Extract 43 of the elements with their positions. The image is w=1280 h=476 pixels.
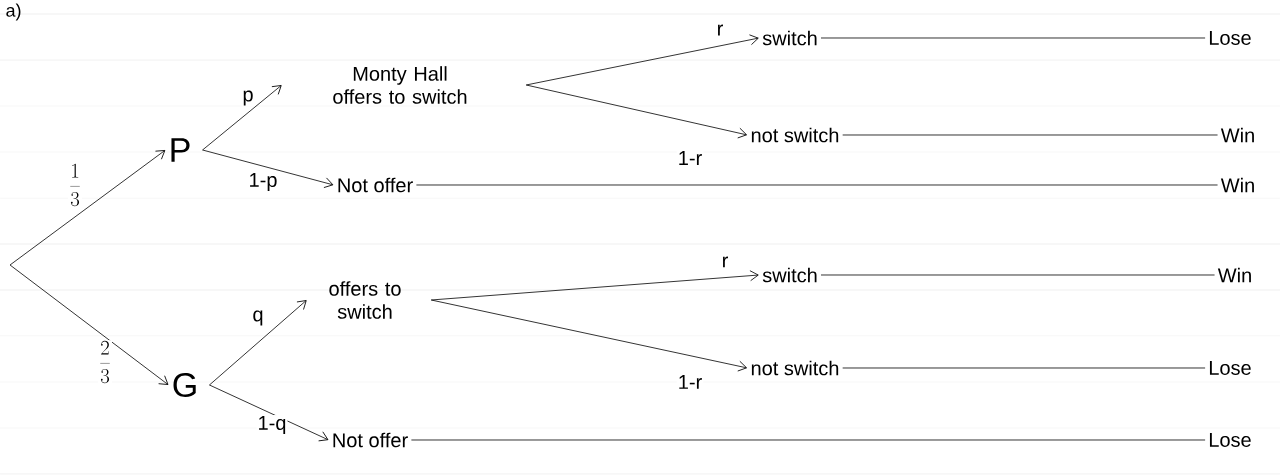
edge-label: p: [241, 89, 255, 107]
event-label: switch: [762, 30, 817, 46]
arrow: [209, 300, 307, 386]
arrow: [430, 299, 747, 372]
state-label: P: [171, 138, 190, 162]
connector-line: [820, 274, 1215, 276]
connector-line: [820, 37, 1206, 39]
event-label: offers to switch: [329, 281, 401, 319]
arrow: [430, 270, 759, 301]
edge-label: r: [720, 255, 730, 269]
outcome-label: Win: [1217, 267, 1251, 283]
event-label: switch: [762, 267, 817, 283]
part-label: a): [6, 3, 21, 21]
connector-line: [416, 184, 1218, 186]
edge-label: $\frac{1}{3}$: [68, 163, 82, 207]
outcome-label: Lose: [1209, 433, 1251, 447]
edge-label: 1-p: [247, 172, 279, 192]
event-label: Not offer: [338, 177, 413, 193]
outcome-label: Lose: [1209, 31, 1251, 45]
arrow: [9, 264, 169, 385]
event-label: Not offer: [333, 432, 408, 448]
edge-label: q: [251, 309, 265, 327]
connector-line: [842, 134, 1218, 136]
outcome-label: Win: [1220, 127, 1254, 143]
edge-label: r: [715, 23, 725, 37]
outcome-label: Lose: [1209, 361, 1251, 375]
arrow: [525, 84, 747, 139]
arrow: [202, 85, 282, 151]
connector-line: [411, 439, 1206, 441]
edge-label: 1-q: [256, 415, 288, 435]
arrow: [209, 384, 329, 442]
event-label: not switch: [751, 127, 839, 143]
outcome-label: Win: [1220, 177, 1254, 193]
connector-line: [842, 367, 1206, 369]
edge-label: 1-r: [676, 150, 704, 166]
edge-label: 1-r: [676, 374, 704, 390]
event-label: not switch: [751, 360, 839, 376]
event-label: Monty Hall offers to switch: [333, 66, 467, 104]
arrow: [202, 149, 334, 188]
arrow: [525, 34, 759, 86]
edge-label: $\frac{2}{3}$: [98, 340, 112, 384]
arrow: [9, 150, 166, 266]
state-label: G: [173, 372, 196, 397]
